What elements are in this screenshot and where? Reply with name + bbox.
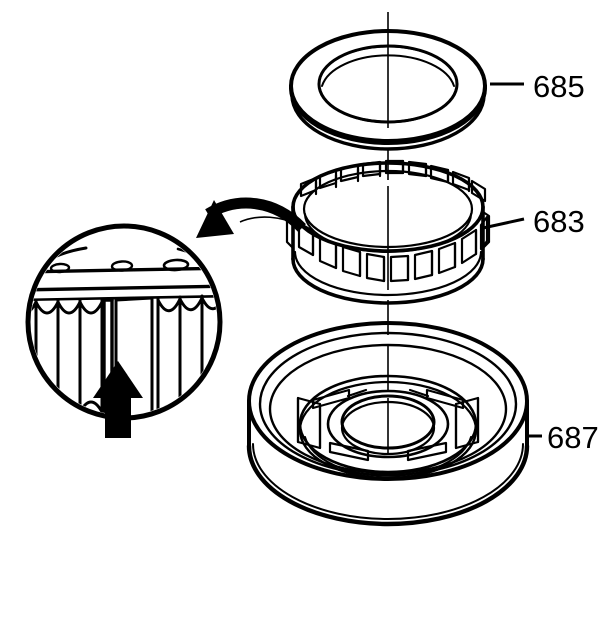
component-housing-687	[246, 321, 530, 527]
reference-683: 683	[482, 204, 585, 239]
feature-indicator-arrow	[93, 361, 143, 438]
hub-vanes	[296, 388, 480, 462]
component-toothed-ring-683	[285, 159, 491, 305]
detail-circle-boundary	[25, 223, 223, 421]
detail-callout-arrow	[196, 197, 306, 238]
leader-line-683	[482, 217, 525, 230]
ring-teeth	[297, 159, 489, 283]
ref-label-687: 687	[547, 420, 599, 455]
reference-687: 687	[525, 420, 599, 455]
reference-685: 685	[490, 69, 585, 104]
ref-label-685: 685	[533, 69, 585, 104]
ref-label-683: 683	[533, 204, 585, 239]
component-ring-685	[289, 29, 487, 151]
